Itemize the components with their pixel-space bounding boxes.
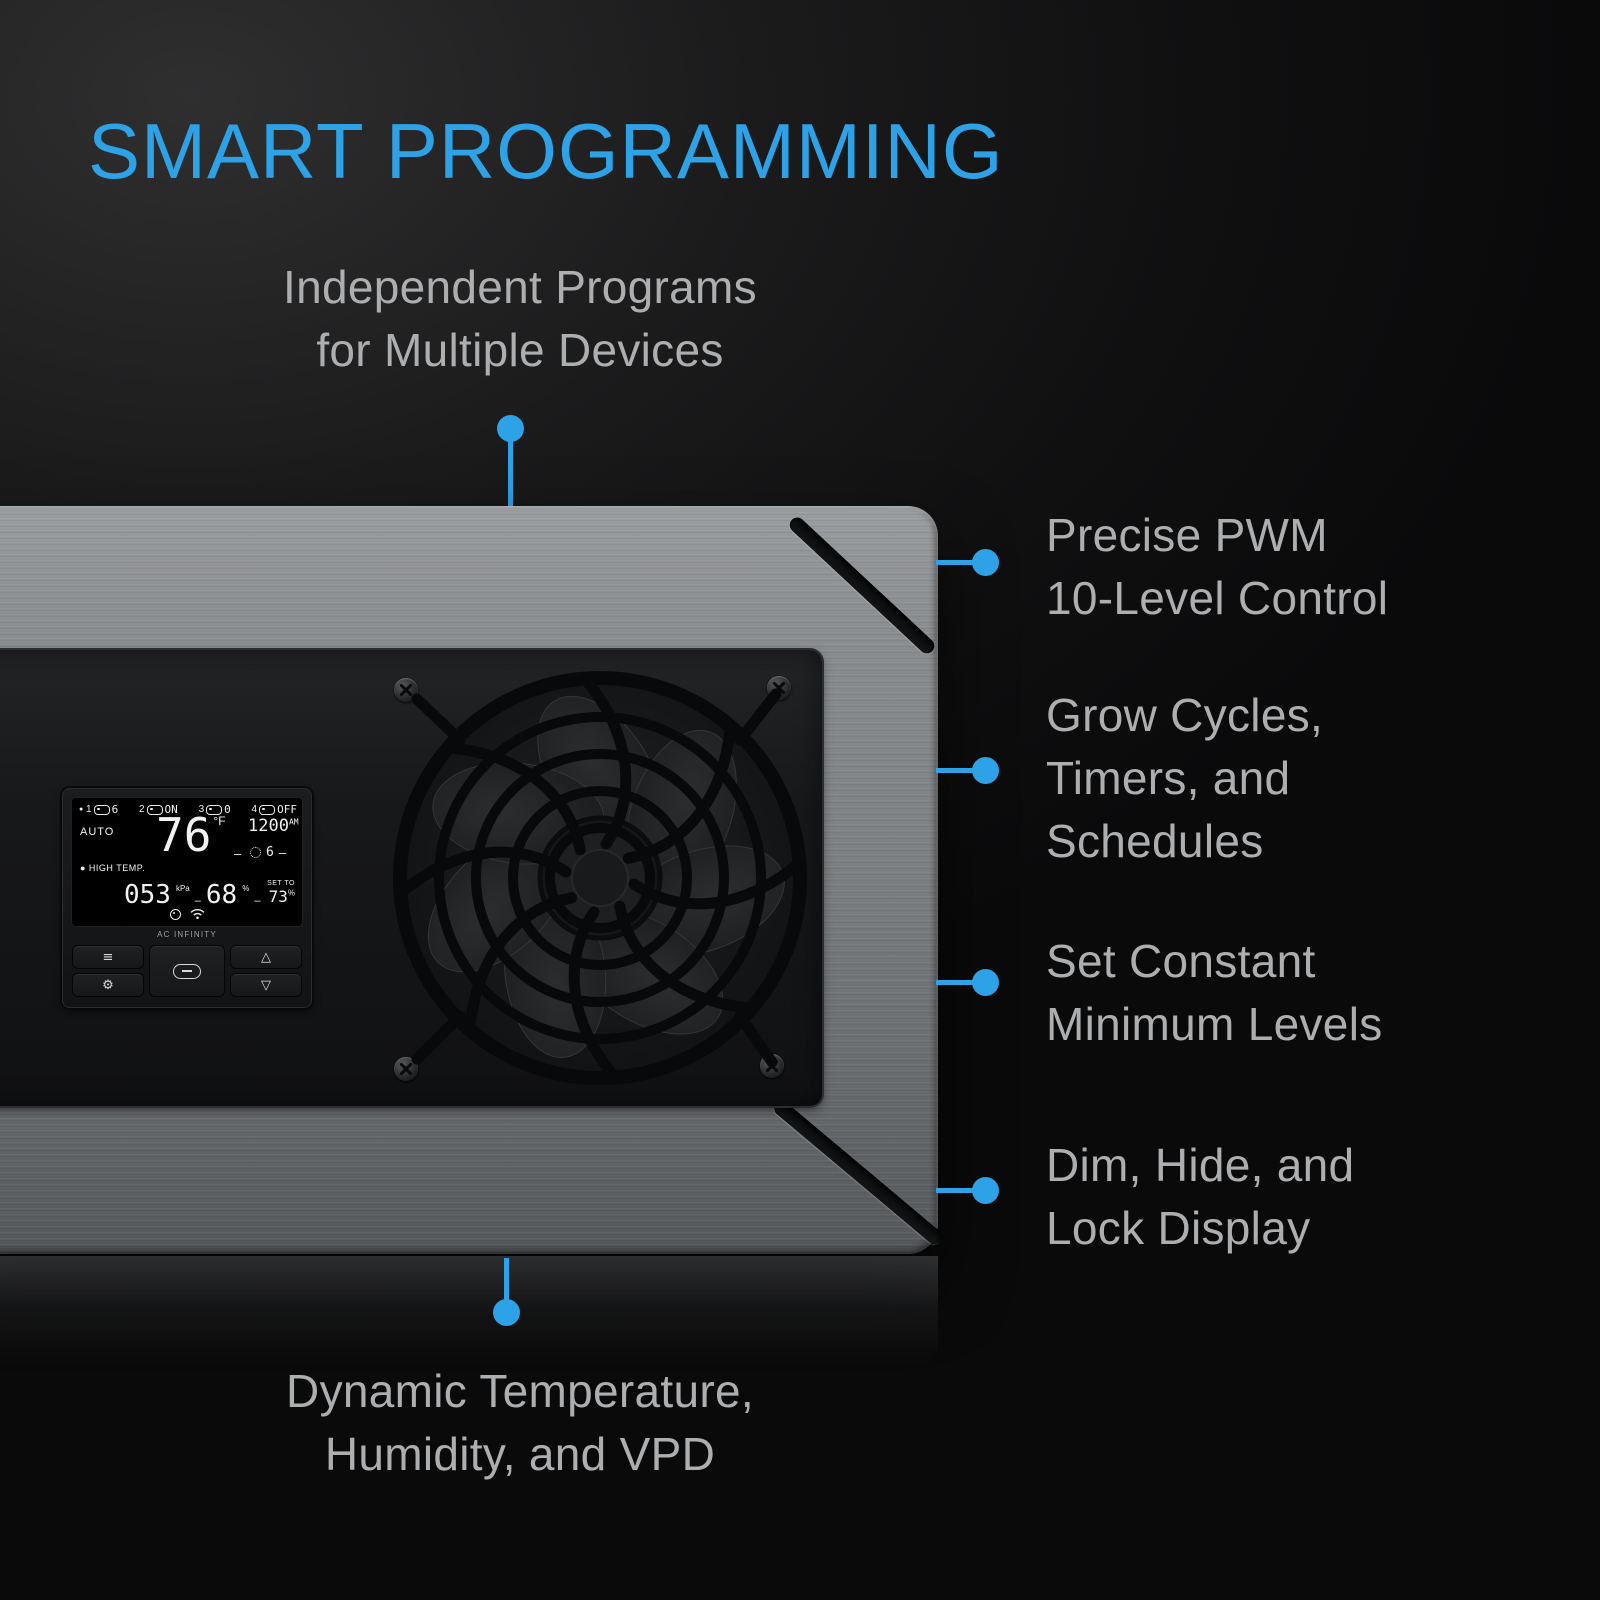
gear-icon: ⚙ bbox=[102, 977, 114, 993]
callout-line-right-4 bbox=[936, 1188, 974, 1193]
port-value: 0 bbox=[224, 803, 231, 816]
humidity-dash: – bbox=[254, 895, 261, 907]
active-port-marker: ● bbox=[79, 805, 84, 813]
set-to-unit: % bbox=[287, 888, 295, 898]
callout-dot-right-4 bbox=[972, 1177, 999, 1204]
set-to-readout: SET TO 73% bbox=[267, 880, 295, 907]
callout-dot-right-2 bbox=[972, 757, 999, 784]
callout-line: Precise PWM bbox=[1046, 509, 1328, 561]
cycle-dash: – bbox=[278, 845, 287, 860]
fan-hub bbox=[537, 815, 663, 941]
outlet-icon bbox=[259, 804, 276, 815]
alert-label: ● HIGH TEMP. bbox=[80, 863, 146, 873]
down-arrow-icon: ▽ bbox=[261, 977, 271, 993]
callout-dot-bottom bbox=[493, 1299, 520, 1326]
port-indicator: 3 0 bbox=[192, 803, 231, 816]
menu-icon: ≡ bbox=[102, 949, 114, 965]
port-number: 3 bbox=[198, 804, 205, 815]
temperature-readout: 76 °F bbox=[156, 812, 226, 858]
callout-top: Independent Programs for Multiple Device… bbox=[180, 256, 860, 382]
outlet-icon bbox=[206, 804, 223, 815]
clock-readout: 1200AM bbox=[248, 816, 299, 836]
port-indicator: ● 1 6 bbox=[79, 803, 118, 816]
callout-cycles: Grow Cycles, Timers, and Schedules bbox=[1046, 684, 1323, 873]
connectivity-icons bbox=[72, 908, 302, 920]
callout-line-bottom bbox=[504, 1258, 509, 1302]
port-indicator: 4 OFF bbox=[245, 803, 297, 816]
controller-device: ● 1 6 2 ON 3 0 bbox=[0, 506, 945, 1254]
vpd-unit: kPa bbox=[175, 884, 190, 893]
callout-line: Dim, Hide, and bbox=[1046, 1139, 1355, 1191]
cycle-value: 6 bbox=[266, 845, 274, 860]
vpd-humidity-readout: 053 kPa – 68 % – bbox=[124, 882, 260, 908]
callout-dot-top bbox=[497, 415, 524, 442]
set-to-value: 73 bbox=[268, 887, 288, 906]
page-title: SMART PROGRAMMING bbox=[88, 107, 1004, 195]
cycle-readout: 6 – bbox=[250, 845, 286, 860]
port-number: 2 bbox=[138, 804, 145, 815]
vpd-dash: – bbox=[194, 895, 201, 907]
clock-value: 1200 bbox=[248, 816, 289, 836]
set-to-label: SET TO bbox=[267, 880, 295, 887]
callout-line: Grow Cycles, bbox=[1046, 689, 1324, 741]
menu-button: ≡ bbox=[72, 945, 144, 969]
wifi-icon bbox=[190, 909, 204, 920]
callout-bottom-line: Dynamic Temperature, bbox=[286, 1365, 754, 1417]
callout-bottom-line: Humidity, and VPD bbox=[324, 1428, 716, 1480]
outlet-pill-icon bbox=[173, 963, 201, 979]
callout-dot-right-3 bbox=[972, 969, 999, 996]
callout-display-lock: Dim, Hide, and Lock Display bbox=[1046, 1134, 1354, 1260]
callout-line: Set Constant bbox=[1046, 935, 1316, 987]
callout-line-right-1 bbox=[936, 560, 974, 565]
port-status-row: ● 1 6 2 ON 3 0 bbox=[79, 803, 297, 816]
cycle-icon bbox=[250, 847, 261, 858]
outlet-icon bbox=[93, 804, 110, 815]
fan-grille bbox=[393, 671, 807, 1085]
up-arrow-icon: △ bbox=[261, 949, 271, 965]
clock-suffix: AM bbox=[288, 817, 299, 827]
mode-label: AUTO bbox=[80, 826, 115, 838]
network-icon bbox=[169, 908, 181, 920]
humidity-unit: % bbox=[242, 884, 250, 893]
port-indicator: 2 ON bbox=[132, 803, 178, 816]
temperature-dash: – bbox=[234, 846, 242, 861]
callout-dot-right-1 bbox=[972, 549, 999, 576]
port-number: 4 bbox=[251, 804, 258, 815]
down-button: ▽ bbox=[230, 973, 302, 997]
callout-top-line: for Multiple Devices bbox=[316, 324, 724, 376]
temperature-value: 76 bbox=[156, 808, 212, 862]
callout-pwm: Precise PWM 10-Level Control bbox=[1046, 504, 1388, 630]
callout-line-right-3 bbox=[936, 980, 974, 985]
humidity-value: 68 bbox=[205, 880, 238, 910]
temperature-unit: °F bbox=[213, 814, 226, 828]
port-value: OFF bbox=[277, 803, 297, 816]
callout-bottom: Dynamic Temperature, Humidity, and VPD bbox=[170, 1360, 870, 1486]
callout-minimum-levels: Set Constant Minimum Levels bbox=[1046, 930, 1383, 1056]
device-reflection bbox=[0, 1256, 938, 1376]
callout-top-line: Independent Programs bbox=[283, 261, 757, 313]
callout-line-top bbox=[508, 438, 513, 510]
lcd-display: ● 1 6 2 ON 3 0 bbox=[72, 798, 302, 926]
mode-button bbox=[149, 945, 225, 997]
up-button: △ bbox=[230, 945, 302, 969]
port-value: 6 bbox=[111, 803, 119, 816]
callout-line: Minimum Levels bbox=[1046, 998, 1383, 1050]
callout-line: Timers, and bbox=[1046, 752, 1291, 804]
callout-line: 10-Level Control bbox=[1046, 572, 1389, 624]
port-value: ON bbox=[164, 803, 178, 816]
settings-button: ⚙ bbox=[72, 973, 144, 997]
callout-line: Lock Display bbox=[1046, 1202, 1311, 1254]
brand-label: AC INFINITY bbox=[157, 930, 217, 939]
button-panel: ≡ ⚙ △ ▽ bbox=[72, 945, 302, 997]
controller-module: ● 1 6 2 ON 3 0 bbox=[62, 788, 312, 1008]
outlet-icon bbox=[146, 804, 163, 815]
callout-line: Schedules bbox=[1046, 815, 1264, 867]
fan-assembly bbox=[393, 671, 807, 1085]
callout-line-right-2 bbox=[936, 768, 974, 773]
vpd-value: 053 bbox=[124, 880, 171, 910]
port-number: 1 bbox=[86, 804, 92, 815]
fan-mount-arms bbox=[411, 688, 782, 1068]
